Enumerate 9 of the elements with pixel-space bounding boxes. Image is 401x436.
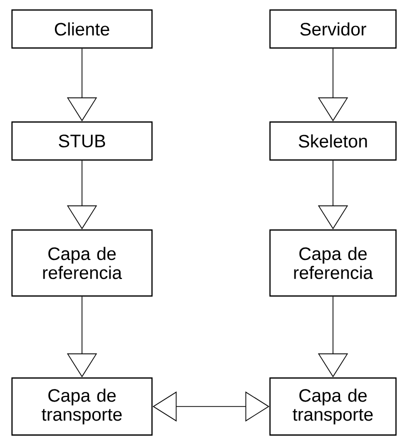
layer-box: Skeleton xyxy=(269,121,397,161)
layer-box: Capa de referencia xyxy=(269,229,397,297)
layer-box: STUB xyxy=(11,121,153,161)
layer-box: Capa de transporte xyxy=(11,377,153,436)
arrow xyxy=(152,391,270,422)
layer-box: Servidor xyxy=(269,9,397,49)
layer-box: Capa de referencia xyxy=(11,229,153,297)
layer-box: Cliente xyxy=(11,9,153,49)
layer-box: Capa de transporte xyxy=(269,377,397,436)
